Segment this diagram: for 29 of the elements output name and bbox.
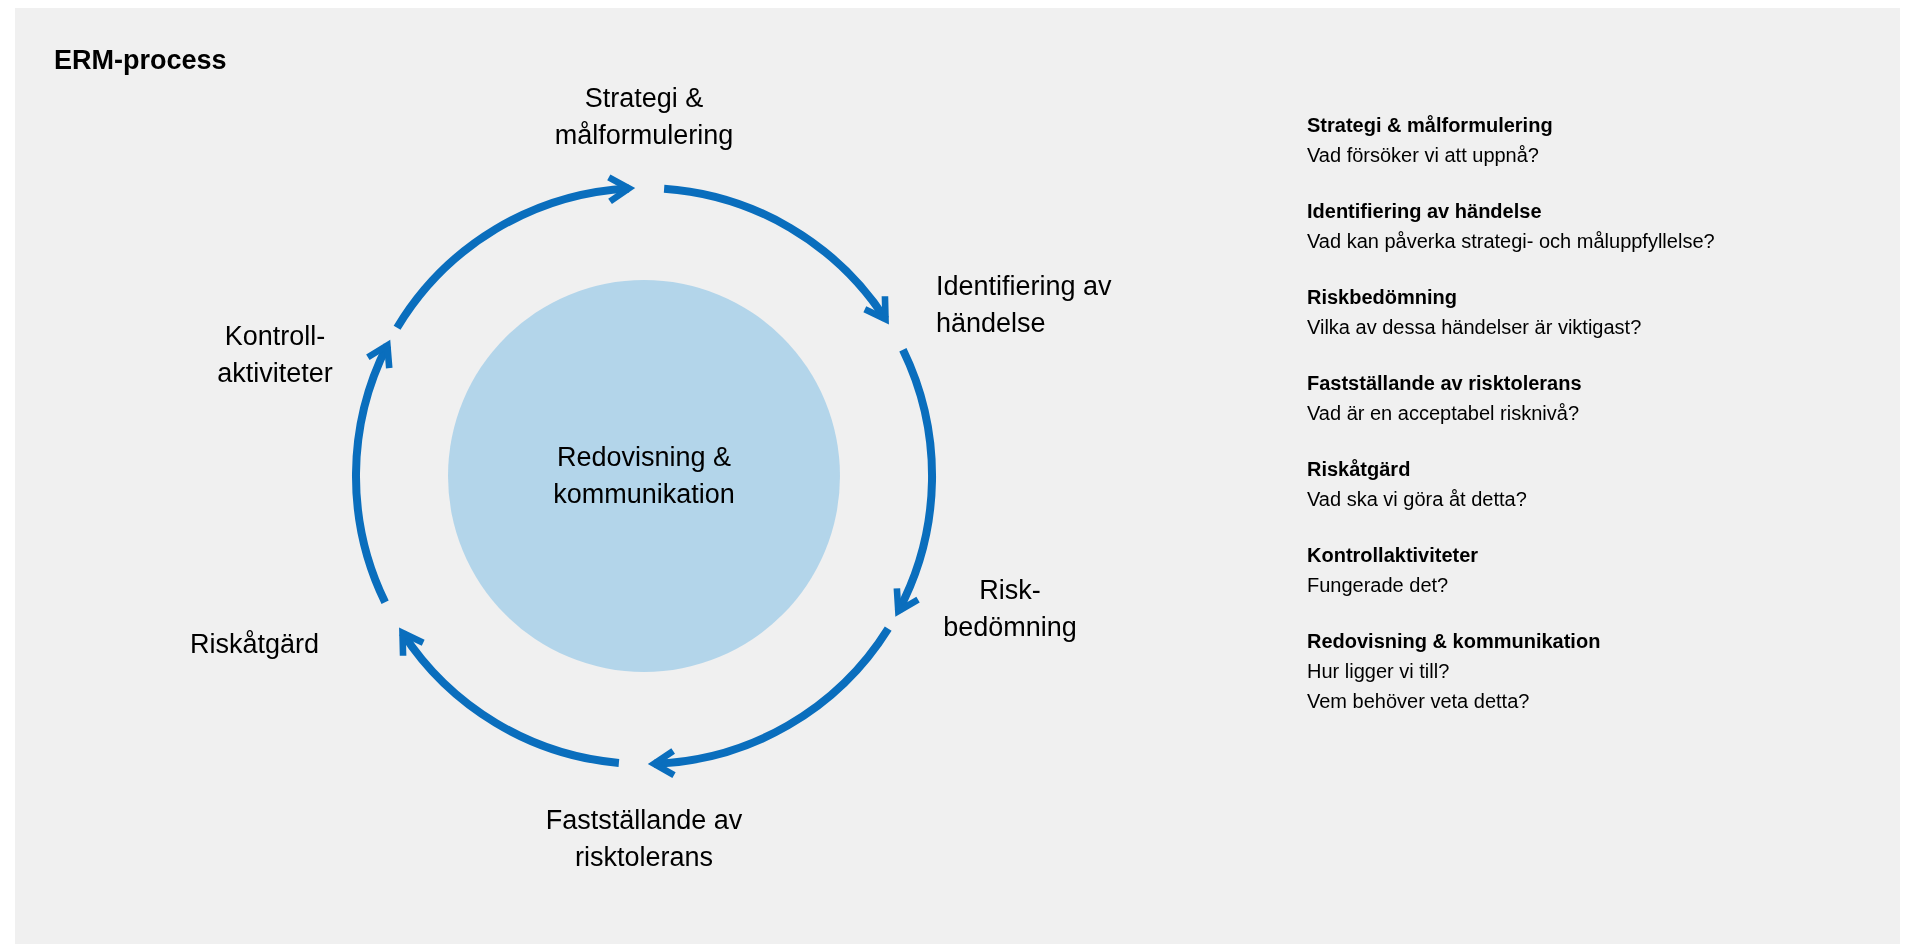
step-question: Vad försöker vi att uppnå? xyxy=(1307,143,1540,168)
step-question: Vad är en acceptabel risknivå? xyxy=(1307,401,1580,426)
step-label: Strategi & målformulering xyxy=(494,80,794,154)
step-question: Vem behöver veta detta? xyxy=(1307,689,1531,714)
cycle-arrow xyxy=(663,184,889,323)
step-label: Identifiering av händelse xyxy=(936,268,1126,342)
step-question: Vilka av dessa händelser är viktigast? xyxy=(1307,315,1643,340)
step-question: Vad ska vi göra åt detta? xyxy=(1307,487,1528,512)
cycle-arrow xyxy=(650,626,892,778)
cycle-arrow xyxy=(393,175,633,330)
step-label: Riskåtgärd xyxy=(190,626,350,663)
step-heading: Identifiering av händelse xyxy=(1307,199,1543,224)
step-heading: Riskåtgärd xyxy=(1307,457,1412,482)
step-heading: Riskbedömning xyxy=(1307,285,1458,310)
step-question: Vad kan påverka strategi- och måluppfyllelse? xyxy=(1307,229,1715,254)
step-heading: Strategi & målformulering xyxy=(1307,113,1554,138)
step-label: Kontroll- aktiviteter xyxy=(180,318,370,392)
cycle-arrow xyxy=(892,348,936,615)
cycle-arrow xyxy=(352,342,394,604)
step-label: Fastställande av risktolerans xyxy=(474,802,814,876)
step-question: Hur ligger vi till? xyxy=(1307,659,1451,684)
cycle-arrow xyxy=(399,629,620,767)
step-label: Risk- bedömning xyxy=(935,572,1085,646)
step-question: Fungerade det? xyxy=(1307,573,1450,598)
step-heading: Fastställande av risktolerans xyxy=(1307,371,1583,396)
title: ERM-process xyxy=(54,44,227,77)
node-label: Redovisning & kommunikation xyxy=(552,441,736,511)
step-heading: Redovisning & kommunikation xyxy=(1307,629,1602,654)
step-heading: Kontrollaktiviteter xyxy=(1307,543,1480,568)
